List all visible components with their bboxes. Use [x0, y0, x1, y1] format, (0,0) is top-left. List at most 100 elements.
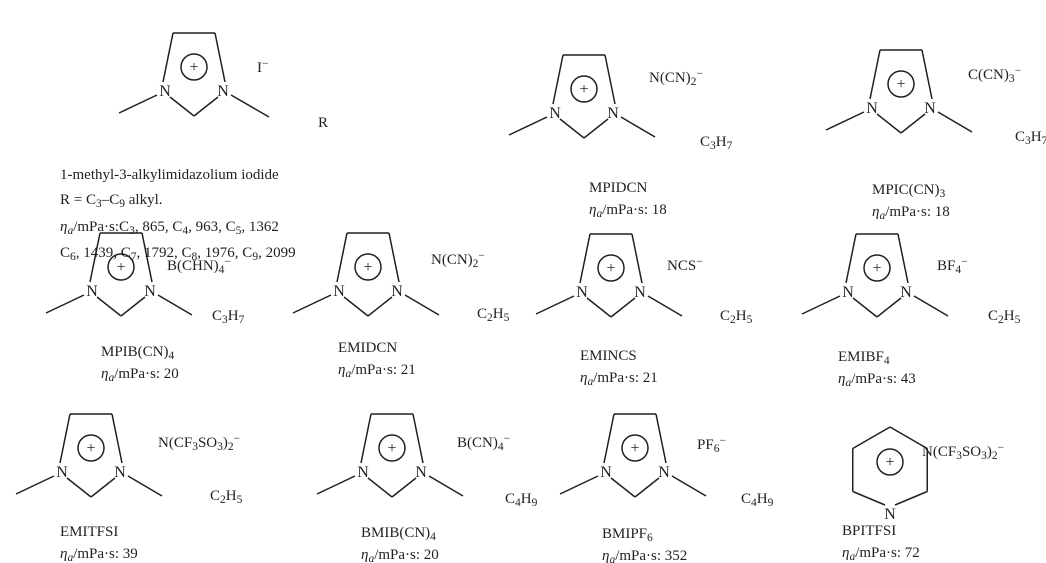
- nitrogen-atom: N: [56, 464, 68, 481]
- ring-bond: [96, 296, 122, 317]
- substituent-label: C2H5: [720, 308, 753, 326]
- ring-bond: [66, 477, 92, 498]
- substituent-label: C3H7: [212, 308, 245, 326]
- compound-name: MPIC(CN)3: [872, 182, 946, 200]
- positive-charge-symbol: +: [606, 260, 615, 277]
- ring-bond: [876, 113, 902, 134]
- anion-label: N(CF3SO3)2−: [922, 442, 1004, 462]
- viscosity-label: ηa/mPa·s: 20: [101, 366, 179, 384]
- substituent-label: C3H7: [700, 134, 733, 152]
- positive-charge-circle: [378, 434, 406, 462]
- alkyl-bond: [647, 295, 683, 317]
- ring-bond: [631, 233, 643, 284]
- nitrogen-atom: N: [114, 464, 126, 481]
- viscosity-label: ηa/mPa·s: 72: [842, 545, 920, 563]
- positive-charge-symbol: +: [189, 59, 198, 76]
- anion-label: B(CHN)4−: [167, 256, 231, 276]
- anion-label: NCS−: [667, 256, 703, 274]
- positive-charge-symbol: +: [387, 440, 396, 457]
- ring-bond: [367, 477, 393, 498]
- alkyl-bond: [620, 116, 656, 138]
- ring-bond: [343, 296, 369, 317]
- ring-bond: [586, 297, 612, 318]
- ring-bond: [579, 233, 591, 284]
- methyl-bond: [45, 294, 85, 314]
- ring-bond: [120, 296, 146, 317]
- nitrogen-atom: N: [333, 283, 345, 300]
- positive-charge-circle: [887, 70, 915, 98]
- ring-bond: [111, 413, 123, 464]
- nitrogen-atom: N: [357, 464, 369, 481]
- anion-label: I−: [257, 58, 269, 76]
- ring-bond: [214, 32, 226, 83]
- positive-charge-symbol: +: [885, 454, 894, 471]
- nitrogen-atom: N: [576, 284, 588, 301]
- nitrogen-atom: N: [549, 105, 561, 122]
- positive-charge-circle: [107, 253, 135, 281]
- nitrogen-atom: N: [924, 100, 936, 117]
- methyl-bond: [316, 475, 356, 495]
- anion-label: PF6−: [697, 435, 726, 455]
- ring-bond: [897, 233, 909, 284]
- ring-bond: [603, 413, 615, 464]
- viscosity-label: ηa/mPa·s: 43: [838, 371, 916, 389]
- positive-charge-circle: [597, 254, 625, 282]
- substituent-label: C2H5: [477, 306, 510, 324]
- positive-charge-symbol: +: [872, 260, 881, 277]
- compound-name: EMIBF4: [838, 349, 890, 367]
- compound-name: EMITFSI: [60, 524, 118, 540]
- nitrogen-atom: N: [600, 464, 612, 481]
- viscosity-label: ηa/mPa·s: 352: [602, 548, 687, 563]
- nitrogen-atom: N: [144, 283, 156, 300]
- nitrogen-atom: N: [900, 284, 912, 301]
- nitrogen-atom: N: [391, 283, 403, 300]
- compound-name: 1-methyl-3-alkylimidazolium iodide: [60, 167, 279, 183]
- ring-bond: [391, 477, 417, 498]
- alkyl-bond: [428, 475, 464, 497]
- methyl-bond: [801, 295, 841, 315]
- compound-name: MPIB(CN)4: [101, 344, 175, 362]
- methyl-bond: [292, 294, 332, 314]
- ring-bond: [89, 232, 101, 283]
- ring-bond: [90, 477, 116, 498]
- nitrogen-atom: N: [866, 100, 878, 117]
- anion-label: N(CN)2−: [431, 250, 485, 270]
- substituent-label: R: [318, 115, 328, 131]
- ring-bond: [610, 477, 636, 498]
- viscosity-values-line-2: C6, 1439, C7, 1792, C8, 1976, C9, 2099: [60, 245, 296, 263]
- positive-charge-circle: [876, 448, 904, 476]
- ring-bond: [169, 96, 195, 117]
- ring-bond: [634, 477, 660, 498]
- alkyl-bond: [230, 94, 270, 118]
- viscosity-label: ηa/mPa·s: 21: [580, 370, 658, 388]
- alkyl-bond: [937, 111, 973, 133]
- ring-bond: [336, 232, 348, 283]
- ring-bond: [921, 49, 933, 100]
- viscosity-values-line-1: C3, 865, C4, 963, C5, 1362: [119, 219, 279, 237]
- positive-charge-circle: [180, 53, 208, 81]
- ring-bond: [162, 32, 174, 83]
- methyl-bond: [559, 475, 599, 495]
- ring-bond: [889, 426, 928, 450]
- ring-bond: [360, 413, 372, 464]
- methyl-bond: [118, 94, 158, 114]
- methyl-bond: [508, 116, 548, 136]
- positive-charge-symbol: +: [896, 76, 905, 93]
- substituent-label: C4H9: [505, 491, 538, 509]
- viscosity-label: ηa/mPa·s: 18: [589, 202, 667, 220]
- ring-bond: [141, 232, 153, 283]
- alkyl-range-note: R = C3–C9 alkyl.: [60, 192, 163, 210]
- positive-charge-symbol: +: [630, 440, 639, 457]
- viscosity-label: ηa/mPa·s:: [60, 219, 119, 237]
- nitrogen-atom: N: [634, 284, 646, 301]
